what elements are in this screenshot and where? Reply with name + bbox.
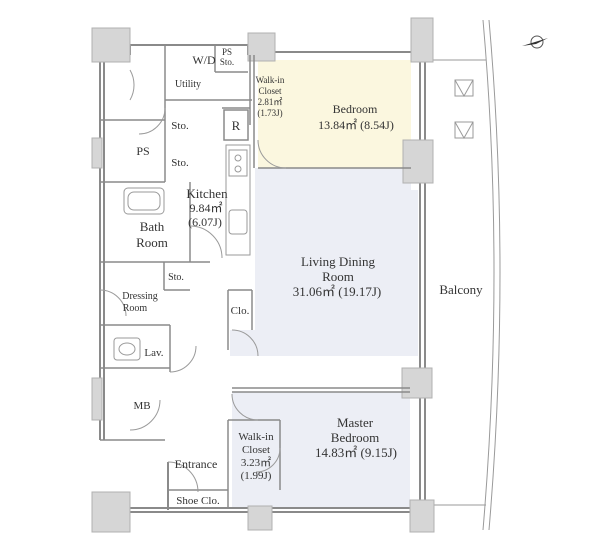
- master-fill: [232, 392, 410, 507]
- living-area: 31.06㎡ (19.17J): [293, 284, 381, 299]
- lavatory-basin: [113, 337, 141, 361]
- refrigerator-label: R: [232, 118, 241, 133]
- walkin-bottom-line2: Closet: [242, 444, 270, 456]
- master-line2: Bedroom: [331, 430, 379, 445]
- compass-icon: [522, 35, 548, 49]
- walkin-top-line3: 2.81㎡: [258, 97, 283, 107]
- walkin-top-line2: Closet: [258, 86, 282, 96]
- walkin-bottom-line3: 3.23㎡: [241, 456, 271, 469]
- living-fill: [230, 168, 418, 356]
- master-area: 14.83㎡ (9.15J): [315, 445, 397, 460]
- balcony-rail-inner: [488, 19, 501, 531]
- ps-top-sto-label: Sto.: [220, 57, 234, 67]
- lav-label: Lav.: [144, 347, 163, 359]
- balcony-label: Balcony: [439, 282, 483, 297]
- stove-icon: [228, 149, 248, 177]
- ps-label: PS: [136, 144, 149, 158]
- sink-icon: [228, 209, 248, 235]
- utility-label: Utility: [175, 79, 201, 90]
- sto3-label: Sto.: [168, 272, 184, 283]
- walkin-bottom-line4: (1.99J): [241, 470, 272, 482]
- bath-line2: Room: [136, 235, 168, 250]
- dressing-line1: Dressing: [122, 291, 158, 302]
- entrance-label: Entrance: [175, 457, 218, 471]
- dressing-line2: Room: [123, 303, 148, 314]
- balcony-rail: [482, 19, 495, 531]
- bathtub-icon: [123, 187, 165, 215]
- sto1-label: Sto.: [171, 120, 189, 132]
- master-line1: Master: [337, 415, 374, 430]
- walkin-bottom-line1: Walk-in: [238, 431, 274, 443]
- ps-top-label: PS: [222, 47, 232, 57]
- wd-label: W/D: [192, 53, 216, 67]
- walkin-top-line4: (1.73J): [257, 108, 282, 118]
- bath-line1: Bath: [140, 219, 165, 234]
- door-swings: [99, 69, 287, 493]
- kitchen-area: 9.84㎡: [189, 201, 222, 215]
- bedroom-area: 13.84㎡ (8.54J): [318, 118, 394, 132]
- kitchen-name: Kitchen: [186, 186, 228, 201]
- clo-label: Clo.: [231, 305, 250, 317]
- kitchen-jo: (6.07J): [188, 215, 222, 229]
- shoe-closet-label: Shoe Clo.: [176, 495, 220, 507]
- bedroom-name: Bedroom: [333, 102, 378, 116]
- sto2-label: Sto.: [171, 157, 189, 169]
- living-line1: Living Dining: [301, 254, 376, 269]
- columns: [91, 17, 435, 533]
- kitchen-counter: [225, 144, 251, 256]
- bedroom-fill: [258, 60, 411, 168]
- balcony-units: [454, 79, 474, 140]
- living-line2: Room: [322, 269, 354, 284]
- mb-label: MB: [133, 400, 150, 412]
- walkin-top-line1: Walk-in: [256, 75, 285, 85]
